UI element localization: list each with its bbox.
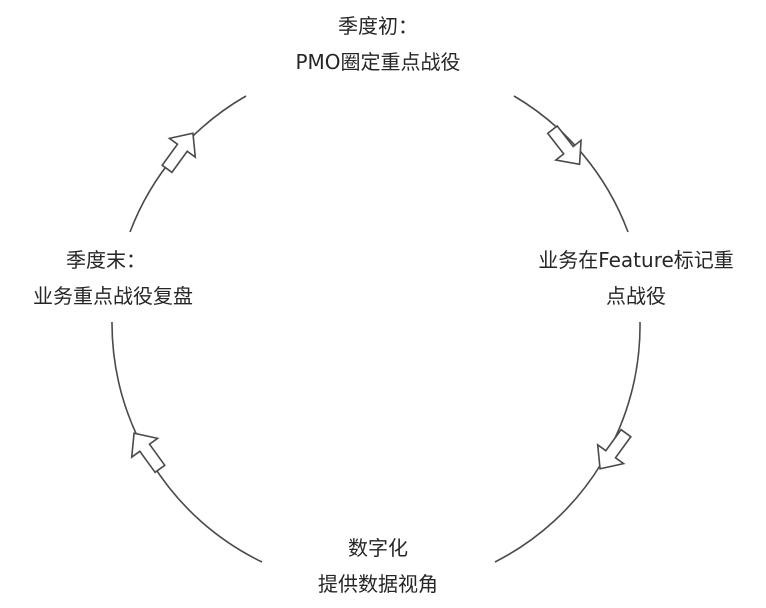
stage-bottom-line1: 数字化 (348, 536, 408, 560)
stage-right-line1: 业务在Feature标记重 (538, 248, 734, 272)
stage-right-line2: 点战役 (606, 284, 666, 308)
stage-left-line2: 业务重点战役复盘 (33, 284, 193, 308)
stage-bottom-line2: 提供数据视角 (318, 572, 438, 596)
stage-top-label: 季度初： PMO圈定重点战役 (253, 8, 503, 80)
stage-top-line1: 季度初： (338, 14, 418, 38)
stage-bottom-label: 数字化 提供数据视角 (268, 530, 488, 602)
stage-left-line1: 季度末： (66, 248, 146, 272)
arrow-right-bottom-icon (596, 428, 632, 470)
arrow-top-right-icon (546, 124, 582, 166)
stage-right-label: 业务在Feature标记重 点战役 (516, 242, 756, 314)
stage-left-label: 季度末： 业务重点战役复盘 (8, 242, 218, 314)
arrow-left-top-icon (161, 132, 197, 174)
arrow-bottom-left-icon (130, 432, 166, 474)
stage-top-line2: PMO圈定重点战役 (295, 50, 461, 74)
arc-left-top (129, 95, 247, 233)
arc-top-right (513, 95, 629, 233)
